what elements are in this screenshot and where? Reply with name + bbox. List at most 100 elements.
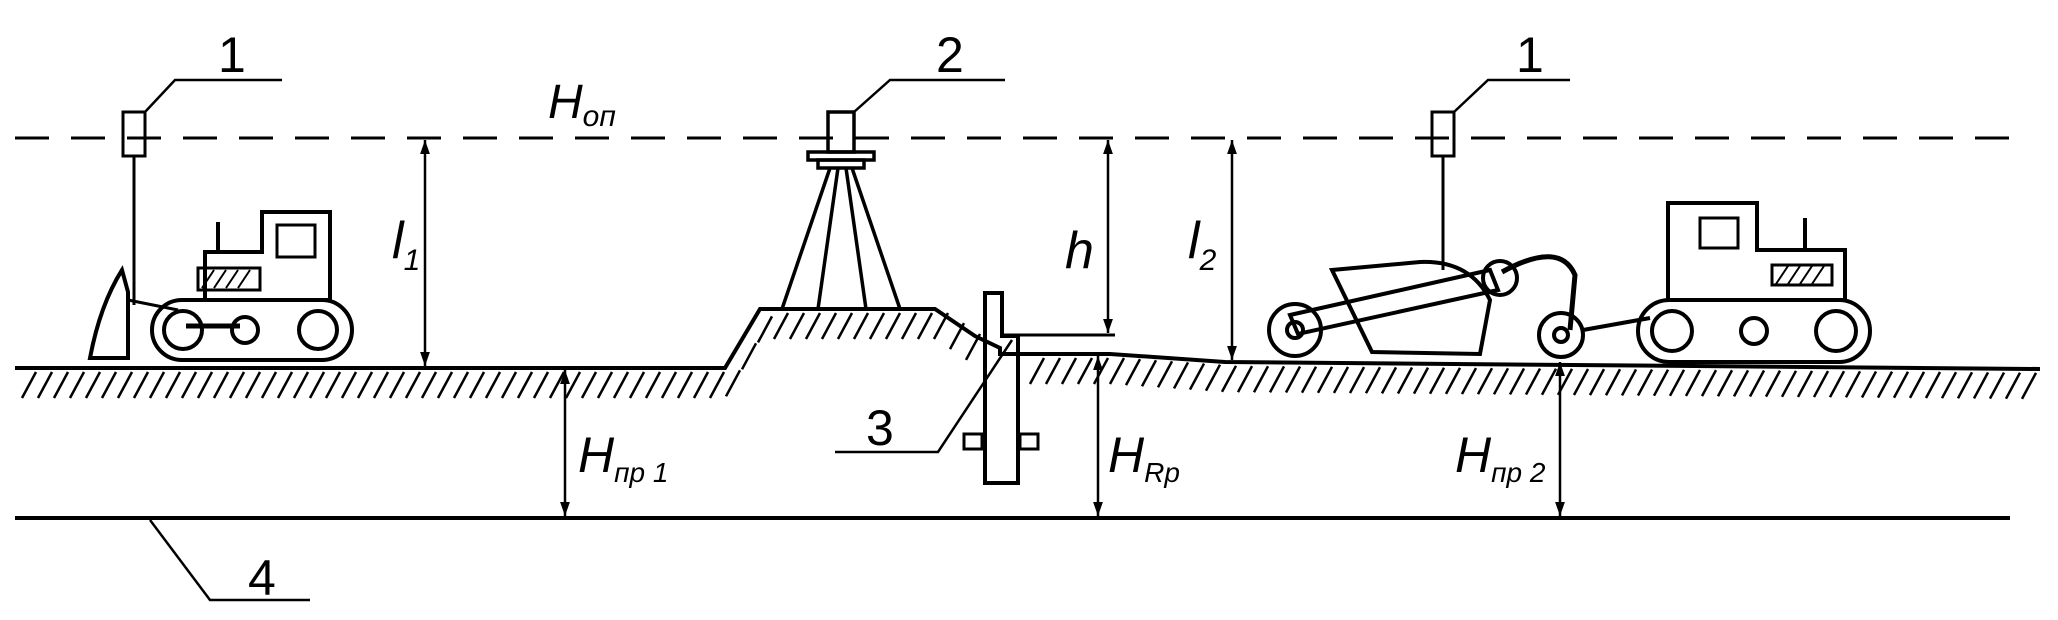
hatch-stroke [612, 371, 630, 399]
hatch-stroke [884, 312, 902, 340]
hatch-stroke [1076, 357, 1094, 385]
hatch-stroke [1428, 367, 1446, 395]
hatch-stroke [1508, 367, 1526, 396]
hatch-stroke [692, 371, 710, 399]
hatch-stroke [1380, 366, 1398, 394]
hatch-stroke [820, 312, 838, 340]
hatch-stroke [212, 371, 230, 399]
hatch-stroke [68, 371, 86, 399]
hatch-stroke [1620, 368, 1638, 397]
hatch-stroke [1300, 366, 1318, 394]
label-3: 3 [866, 400, 894, 456]
hatch-stroke [84, 371, 102, 399]
hatch-stroke [1956, 371, 1974, 399]
hatch-stroke [420, 371, 438, 399]
tractor-right [1636, 201, 1872, 364]
hatch-stroke [1876, 371, 1894, 399]
hatch-stroke [1988, 371, 2006, 400]
hatch-stroke [1140, 359, 1158, 387]
hatch-stroke [1492, 367, 1510, 395]
label-hrp: HRp [1108, 427, 1180, 488]
dimension-arrows [420, 140, 1565, 516]
hatch-stroke [164, 371, 182, 399]
hatch-stroke [100, 371, 118, 399]
label-reference-plane: Hоп [548, 76, 616, 133]
bulldozer-blade-left [87, 265, 130, 360]
hatch-stroke [1060, 357, 1078, 385]
hatch-stroke [1572, 368, 1590, 396]
hatch-stroke [1940, 371, 1958, 399]
hatch-stroke [404, 371, 422, 399]
hatch-stroke [1524, 367, 1542, 396]
hatch-stroke [628, 371, 646, 399]
hatch-stroke [548, 371, 566, 399]
hatch-stroke [1812, 370, 1830, 398]
hatch-stroke [372, 371, 390, 399]
laser-receiver-left [121, 110, 147, 158]
hatch-stroke [772, 312, 790, 340]
hatch-stroke [180, 371, 198, 399]
hatch-stroke [1364, 366, 1382, 394]
hatch-stroke [468, 371, 486, 399]
hatch-stroke [1220, 365, 1238, 393]
hatch-stroke [148, 371, 166, 399]
hatch-stroke [1716, 369, 1734, 397]
hatch-stroke [1476, 367, 1494, 395]
hatch-stroke [228, 371, 246, 399]
hatch-stroke [1844, 370, 1862, 398]
bulldozer-tracks-left [150, 298, 354, 362]
hatch-stroke [1268, 365, 1286, 393]
hatch-stroke [708, 371, 726, 399]
hatch-stroke [596, 371, 614, 399]
hatch-stroke [1780, 370, 1798, 398]
hatch-stroke [484, 371, 502, 399]
leader-3 [835, 339, 1014, 454]
hatch-stroke [1892, 371, 1910, 399]
hatch-stroke [36, 371, 54, 399]
leader-1-right [1453, 78, 1570, 113]
hatch-stroke [132, 371, 150, 399]
hatch-stroke [900, 312, 918, 340]
hatch-stroke [852, 312, 870, 340]
hatch-stroke [1588, 368, 1606, 396]
hatch-stroke [52, 371, 70, 399]
leader-2 [853, 78, 1005, 113]
hatch-stroke [196, 371, 214, 399]
hatch-stroke [932, 312, 950, 340]
hatch-stroke [676, 371, 694, 399]
ground-surface-line [15, 307, 2041, 371]
hatch-stroke [436, 371, 454, 399]
laser-receiver-right [1430, 110, 1456, 158]
hatch-stroke [916, 312, 934, 340]
hatch-stroke [1924, 371, 1942, 399]
hatch-stroke [1732, 369, 1750, 397]
hatch-stroke [756, 315, 774, 343]
leader-4 [149, 519, 310, 602]
hatch-stroke [580, 371, 598, 399]
hatch-stroke [2020, 372, 2038, 400]
hatch-stroke [836, 312, 854, 340]
hatch-stroke [2004, 372, 2022, 400]
hatch-stroke [740, 342, 758, 370]
hatch-stroke [1236, 365, 1254, 393]
hatch-stroke [1972, 371, 1990, 400]
hatch-stroke [116, 371, 134, 399]
hatch-stroke [260, 371, 278, 399]
hatch-stroke [1652, 369, 1670, 397]
hatch-stroke [388, 371, 406, 399]
tractor-tracks-right [1636, 298, 1872, 364]
hatch-stroke [1124, 358, 1142, 386]
hatch-stroke [1188, 362, 1206, 391]
hatch-stroke [1748, 369, 1766, 398]
label-1-right: 1 [1516, 27, 1544, 83]
hatch-stroke [724, 369, 742, 397]
hatch-stroke [308, 371, 326, 399]
hatch-stroke [948, 322, 966, 350]
hatch-stroke [1684, 369, 1702, 397]
bulldozer-left [87, 110, 354, 362]
hatch-stroke [868, 312, 886, 340]
scraper-right [1267, 110, 1651, 359]
hatch-stroke [1908, 371, 1926, 399]
laser-level-head [826, 110, 856, 154]
hatch-stroke [1348, 366, 1366, 394]
